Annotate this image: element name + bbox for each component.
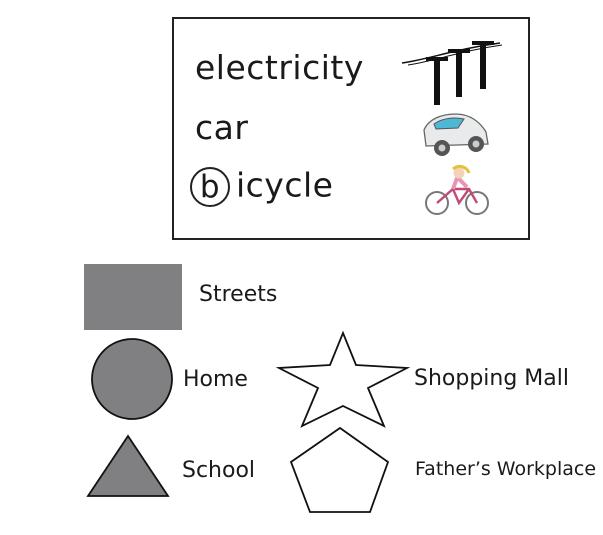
school-label: School (182, 458, 256, 483)
fathers-workplace-pentagon-icon (289, 426, 390, 513)
transport-legend-box (172, 17, 530, 240)
legend-electricity-label: electricity (195, 48, 364, 87)
school-triangle-icon (86, 434, 170, 497)
shopping-mall-label: Shopping Mall (414, 366, 569, 391)
circled-letter: b (190, 167, 230, 207)
home-circle-icon (91, 338, 173, 420)
legend-car-label: car (195, 108, 249, 147)
power-lines-icon (401, 41, 503, 105)
streets-rectangle-icon (84, 264, 182, 330)
home-label: Home (183, 367, 248, 392)
bicycle-icon (425, 164, 489, 215)
car-icon (423, 113, 489, 156)
bicycle-label-rest: icycle (236, 165, 334, 205)
streets-label: Streets (199, 282, 278, 307)
shopping-mall-star-icon (275, 330, 411, 428)
fathers-workplace-label: Father’s Workplace (415, 458, 597, 480)
